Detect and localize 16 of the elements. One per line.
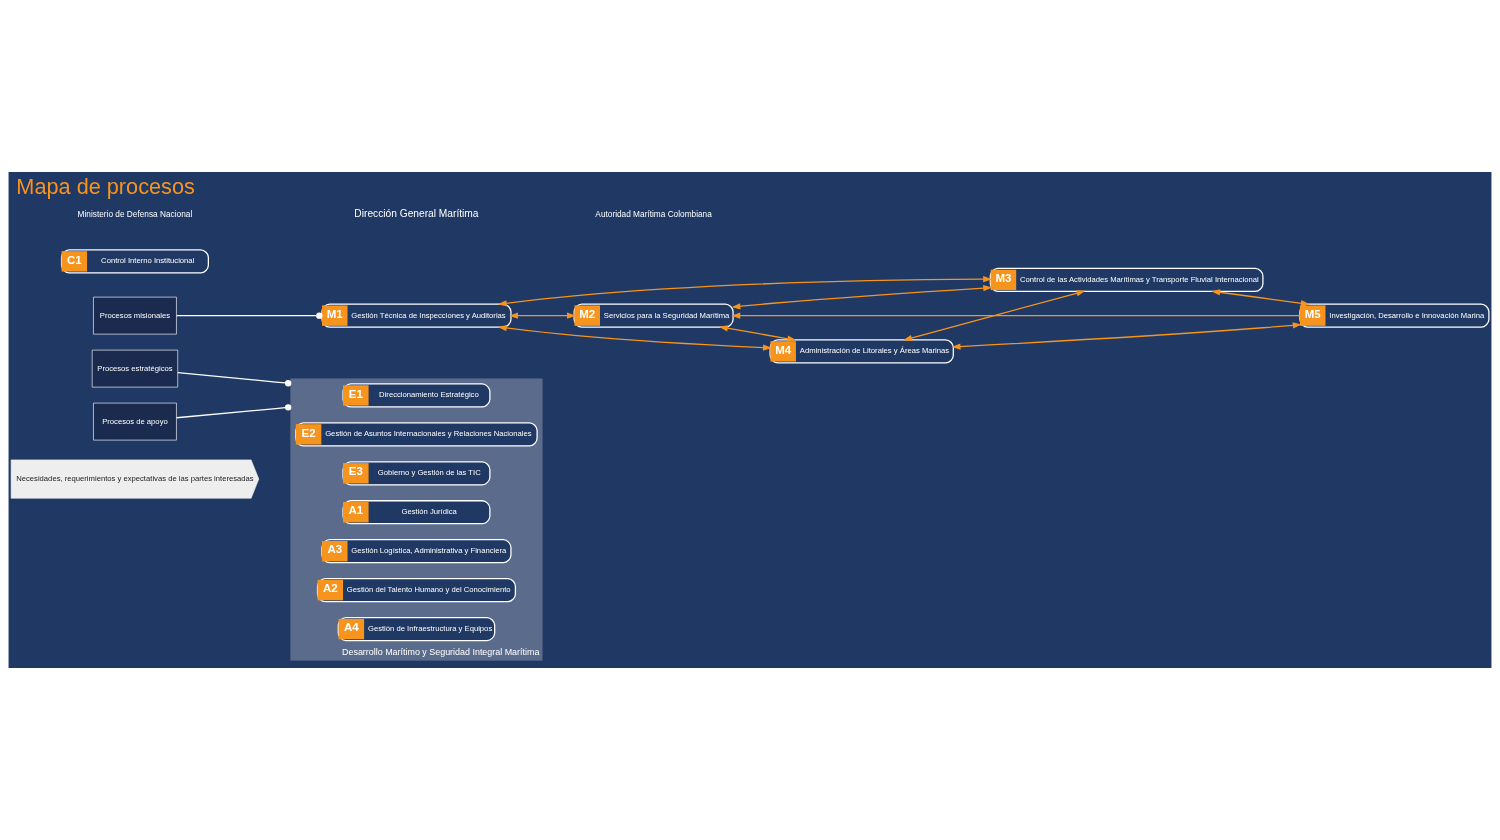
diagram-title: Mapa de procesos <box>16 174 195 200</box>
connector <box>176 312 323 319</box>
label: Autoridad Marítima Colombiana <box>595 208 712 219</box>
connector <box>176 404 292 419</box>
arrow <box>509 312 576 319</box>
arrow <box>497 324 772 351</box>
arrow <box>1211 289 1310 307</box>
arrow <box>718 325 797 342</box>
arrow <box>497 276 993 307</box>
label: Ministerio de Defensa Nacional <box>77 208 193 219</box>
arrow <box>951 322 1302 350</box>
label: Dirección General Marítima <box>354 208 479 220</box>
arrow <box>731 312 1301 319</box>
arrow <box>903 290 1086 341</box>
connector <box>177 372 292 387</box>
arrow <box>731 284 993 310</box>
